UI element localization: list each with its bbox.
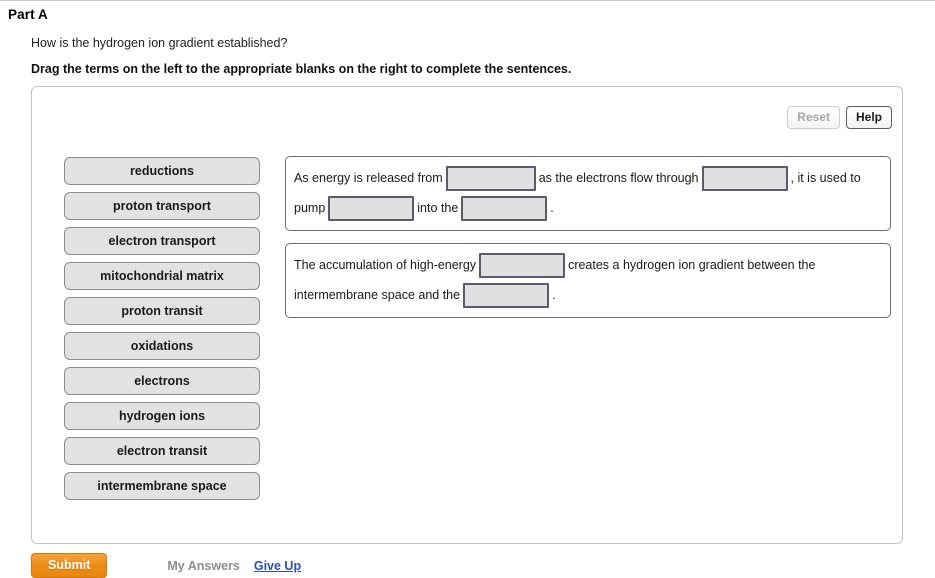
instruction-text: Drag the terms on the left to the approp… [31, 62, 572, 76]
term-reductions[interactable]: reductions [64, 157, 260, 185]
sentence-2-line-2: intermembrane space and the . [294, 280, 882, 310]
sentence-1-blank-4[interactable] [461, 195, 548, 221]
submit-button[interactable]: Submit [31, 553, 108, 578]
term-proton-transport[interactable]: proton transport [64, 192, 260, 220]
sentence-1-text-4: pump [294, 201, 326, 215]
sentence-2-text-4: . [552, 288, 556, 302]
term-proton-transit[interactable]: proton transit [64, 297, 260, 325]
term-intermembrane-space[interactable]: intermembrane space [64, 472, 260, 500]
sentence-1-text-5: into the [417, 201, 459, 215]
sentence-2-text-3: intermembrane space and the [294, 288, 461, 302]
sentence-1-line-1: As energy is released from as the electr… [294, 163, 882, 193]
panel-toolbar: Reset Help [787, 106, 892, 129]
sentence-2: The accumulation of high-energy creates … [285, 243, 891, 318]
sentence-1-blank-3[interactable] [328, 195, 415, 221]
page-title: Part A [8, 7, 48, 22]
sentence-1-text-6: . [550, 201, 554, 215]
my-answers-link[interactable]: My Answers [167, 558, 240, 573]
reset-button[interactable]: Reset [787, 106, 840, 129]
give-up-link[interactable]: Give Up [253, 558, 302, 573]
sentence-area: As energy is released from as the electr… [285, 156, 891, 330]
term-electron-transit[interactable]: electron transit [64, 437, 260, 465]
sentence-1-blank-2[interactable] [701, 165, 788, 191]
sentence-2-text-2: creates a hydrogen ion gradient between … [568, 258, 816, 272]
term-electrons[interactable]: electrons [64, 367, 260, 395]
action-bar: Submit My Answers Give Up [31, 553, 903, 578]
term-bank: reductions proton transport electron tra… [64, 157, 260, 507]
help-button[interactable]: Help [845, 106, 892, 129]
sentence-1-text-2: as the electrons flow through [538, 171, 699, 185]
term-mitochondrial-matrix[interactable]: mitochondrial matrix [64, 262, 260, 290]
sentence-1-text-1: As energy is released from [294, 171, 443, 185]
term-electron-transport[interactable]: electron transport [64, 227, 260, 255]
term-oxidations[interactable]: oxidations [64, 332, 260, 360]
sentence-1: As energy is released from as the electr… [285, 156, 891, 231]
sentence-2-blank-2[interactable] [463, 282, 550, 308]
sentence-2-line-1: The accumulation of high-energy creates … [294, 250, 882, 280]
question-prompt: How is the hydrogen ion gradient establi… [31, 36, 288, 50]
term-hydrogen-ions[interactable]: hydrogen ions [64, 402, 260, 430]
exercise-panel: Reset Help reductions proton transport e… [31, 86, 903, 544]
sentence-2-text-1: The accumulation of high-energy [294, 258, 477, 272]
sentence-1-line-2: pump into the . [294, 193, 882, 223]
top-divider [0, 0, 935, 1]
sentence-1-text-3: , it is used to [790, 171, 861, 185]
sentence-2-blank-1[interactable] [479, 252, 566, 278]
sentence-1-blank-1[interactable] [445, 165, 536, 191]
